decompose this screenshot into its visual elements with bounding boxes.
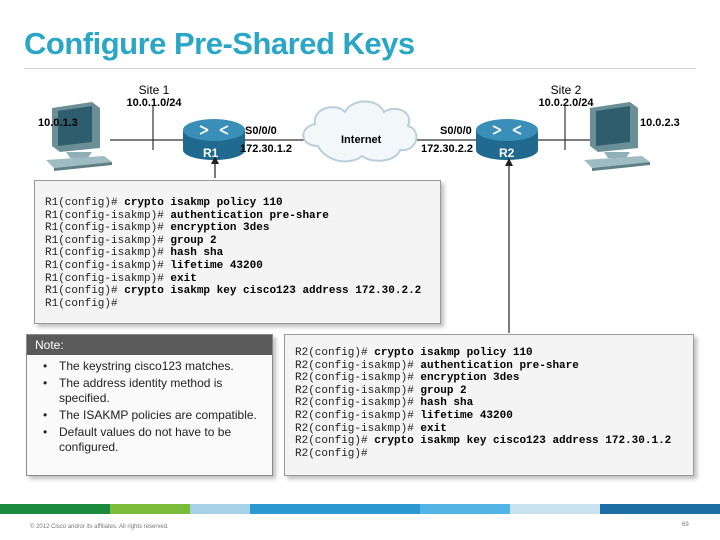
- site2-host-ip: 10.0.2.3: [640, 117, 680, 129]
- config-command: hash sha: [170, 247, 224, 260]
- r1-config-arrowhead: [211, 156, 219, 164]
- r2-config-line: R2(config)#: [295, 448, 368, 461]
- note-list: The keystring cisco123 matches. The addr…: [37, 359, 267, 457]
- note-heading: Note:: [27, 335, 272, 355]
- r2-config-line: R2(config)# crypto isakmp policy 110: [295, 347, 533, 360]
- r1-config-line: R1(config-isakmp)# exit: [45, 273, 197, 286]
- site2-label: Site 2 10.0.2.0/24: [534, 84, 598, 110]
- title-divider: [24, 68, 696, 69]
- config-prompt: R1(config)#: [45, 285, 125, 298]
- config-prompt: R2(config-isakmp)#: [295, 410, 421, 422]
- r2-config-line: R2(config-isakmp)# authentication pre-sh…: [295, 360, 579, 373]
- copyright-text: © 2012 Cisco and/or its affiliates. All …: [30, 524, 169, 530]
- note-item: Default values do not have to be configu…: [37, 425, 267, 455]
- r1-config-line: R1(config)# crypto isakmp policy 110: [45, 197, 283, 210]
- footer-color-strip: [0, 504, 720, 514]
- note-item: The address identity method is specified…: [37, 376, 267, 406]
- site1-host-ip: 10.0.1.3: [38, 117, 78, 129]
- r1-config-line: R1(config-isakmp)# encryption 3des: [45, 222, 269, 235]
- r2-config-line: R2(config)# crypto isakmp key cisco123 a…: [295, 435, 671, 448]
- r2-config-line: R2(config-isakmp)# lifetime 43200: [295, 410, 513, 423]
- config-prompt: R2(config)#: [295, 435, 375, 448]
- config-prompt: R2(config-isakmp)#: [295, 397, 421, 410]
- config-prompt: R1(config)#: [45, 297, 118, 310]
- config-command: crypto isakmp policy 110: [374, 347, 533, 359]
- r1-config-line: R1(config-isakmp)# authentication pre-sh…: [45, 210, 329, 223]
- r2-config-line: R2(config-isakmp)# encryption 3des: [295, 372, 519, 385]
- r1-config-line: R1(config-isakmp)# lifetime 43200: [45, 260, 263, 273]
- r1-config-line: R1(config)# crypto isakmp key cisco123 a…: [45, 285, 421, 298]
- config-prompt: R2(config-isakmp)#: [295, 384, 421, 397]
- config-command: group 2: [420, 384, 467, 397]
- r2-config-arrowhead: [505, 158, 513, 166]
- config-command: group 2: [170, 234, 217, 247]
- internet-cloud-icon: [302, 100, 418, 163]
- router-icon-r2: [476, 119, 538, 160]
- site2-name: Site 2: [550, 83, 582, 97]
- r2-interface: S0/0/0: [440, 125, 472, 137]
- config-command: encryption 3des: [170, 222, 270, 235]
- config-prompt: R1(config-isakmp)#: [45, 260, 171, 272]
- r2-config-line: R2(config-isakmp)# group 2: [295, 385, 467, 398]
- config-command: authentication pre-share: [420, 359, 579, 372]
- pc-icon-site2: [584, 102, 650, 171]
- r2-config-line: R2(config-isakmp)# hash sha: [295, 397, 473, 410]
- config-prompt: R1(config)#: [45, 197, 125, 209]
- site1-network: 10.0.1.0/24: [126, 97, 182, 109]
- config-command: hash sha: [420, 397, 474, 410]
- config-prompt: R1(config-isakmp)#: [45, 272, 171, 285]
- note-item: The keystring cisco123 matches.: [37, 359, 267, 374]
- r2-name: R2: [499, 146, 515, 160]
- r2-config-line: R2(config-isakmp)# exit: [295, 423, 447, 436]
- config-prompt: R2(config)#: [295, 447, 368, 460]
- site1-name: Site 1: [138, 83, 170, 97]
- page-number: 69: [682, 522, 689, 528]
- config-prompt: R2(config-isakmp)#: [295, 359, 421, 372]
- page-title: Configure Pre-Shared Keys: [24, 26, 415, 61]
- config-prompt: R1(config-isakmp)#: [45, 222, 171, 235]
- config-command: lifetime 43200: [420, 410, 513, 422]
- internet-label: Internet: [341, 134, 382, 146]
- config-command: encryption 3des: [420, 372, 520, 385]
- config-command: exit: [170, 272, 197, 285]
- note-item: The ISAKMP policies are compatible.: [37, 408, 267, 423]
- r1-config-line: R1(config-isakmp)# hash sha: [45, 247, 223, 260]
- config-prompt: R2(config-isakmp)#: [295, 372, 421, 385]
- r1-ip: 172.30.1.2: [240, 143, 292, 155]
- r1-config-line: R1(config)#: [45, 298, 118, 311]
- config-prompt: R1(config-isakmp)#: [45, 234, 171, 247]
- config-command: exit: [420, 422, 447, 435]
- router-icon-r1: [183, 119, 245, 160]
- r1-config-line: R1(config-isakmp)# group 2: [45, 235, 217, 248]
- r2-ip: 172.30.2.2: [421, 143, 473, 155]
- r1-name: R1: [203, 146, 219, 160]
- config-prompt: R2(config)#: [295, 347, 375, 359]
- site2-network: 10.0.2.0/24: [538, 97, 594, 109]
- r1-interface: S0/0/0: [245, 125, 277, 137]
- config-command: lifetime 43200: [170, 260, 263, 272]
- config-command: crypto isakmp policy 110: [124, 197, 283, 209]
- config-command: crypto isakmp key cisco123 address 172.3…: [374, 435, 672, 448]
- config-command: authentication pre-share: [170, 209, 329, 222]
- config-command: crypto isakmp key cisco123 address 172.3…: [124, 285, 422, 298]
- note-box: Note: The keystring cisco123 matches. Th…: [26, 334, 273, 476]
- config-prompt: R2(config-isakmp)#: [295, 422, 421, 435]
- site1-label: Site 1 10.0.1.0/24: [124, 84, 184, 110]
- config-prompt: R1(config-isakmp)#: [45, 247, 171, 260]
- pc-icon-site1: [46, 102, 112, 171]
- config-prompt: R1(config-isakmp)#: [45, 209, 171, 222]
